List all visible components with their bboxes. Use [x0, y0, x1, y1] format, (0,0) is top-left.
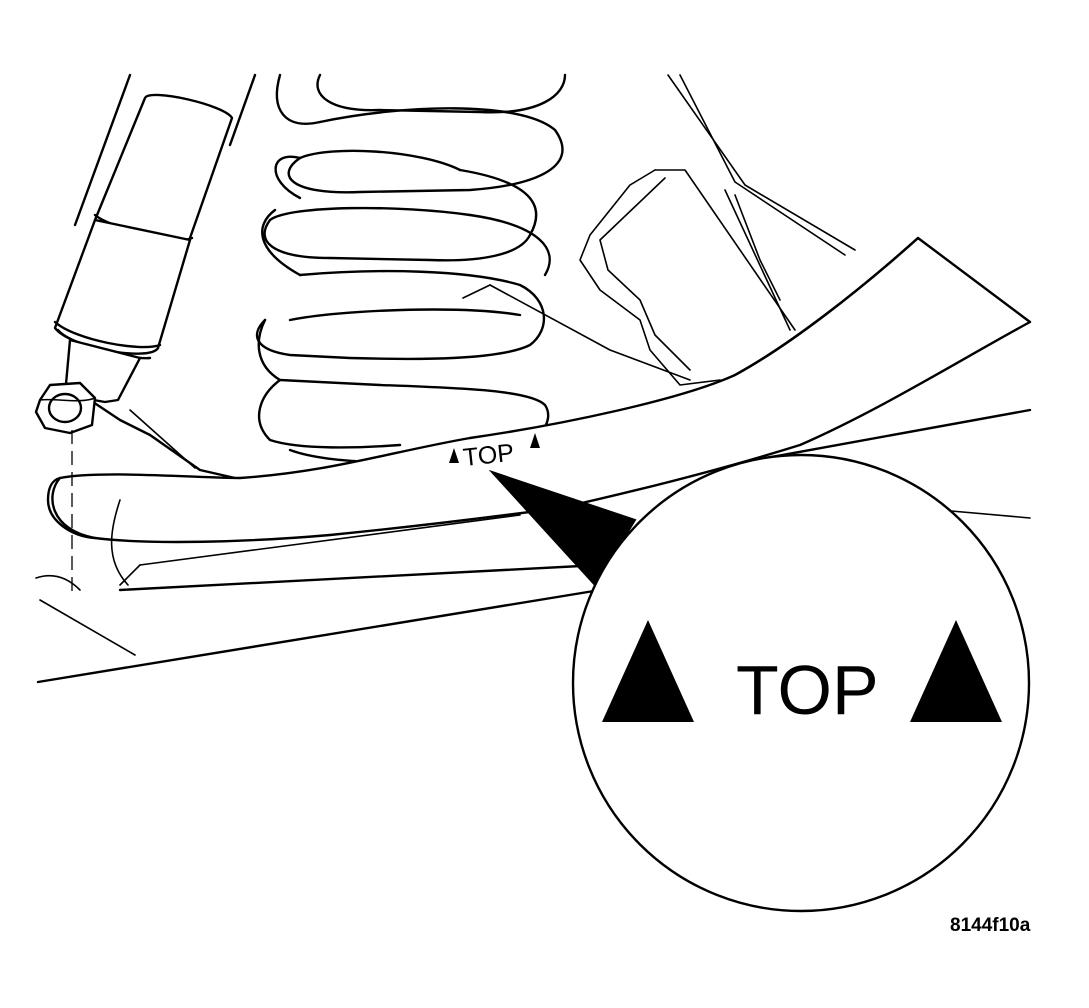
callout-label: TOP	[736, 651, 879, 729]
top-marking-label: TOP	[462, 439, 516, 472]
frame-bracket	[462, 74, 856, 386]
shock-absorber	[53, 73, 257, 480]
stabilizer-bar	[46, 236, 1032, 595]
triangle-up-icon	[602, 620, 694, 722]
magnifier-callout: TOP	[571, 453, 1031, 913]
figure-reference: 8144f10a	[950, 915, 1031, 936]
top-marking: TOP	[449, 433, 540, 472]
coil-spring	[255, 73, 567, 464]
triangle-up-icon	[530, 433, 540, 448]
mounting-nut	[34, 381, 97, 435]
triangle-up-icon	[449, 448, 459, 463]
triangle-up-icon	[910, 620, 1002, 722]
